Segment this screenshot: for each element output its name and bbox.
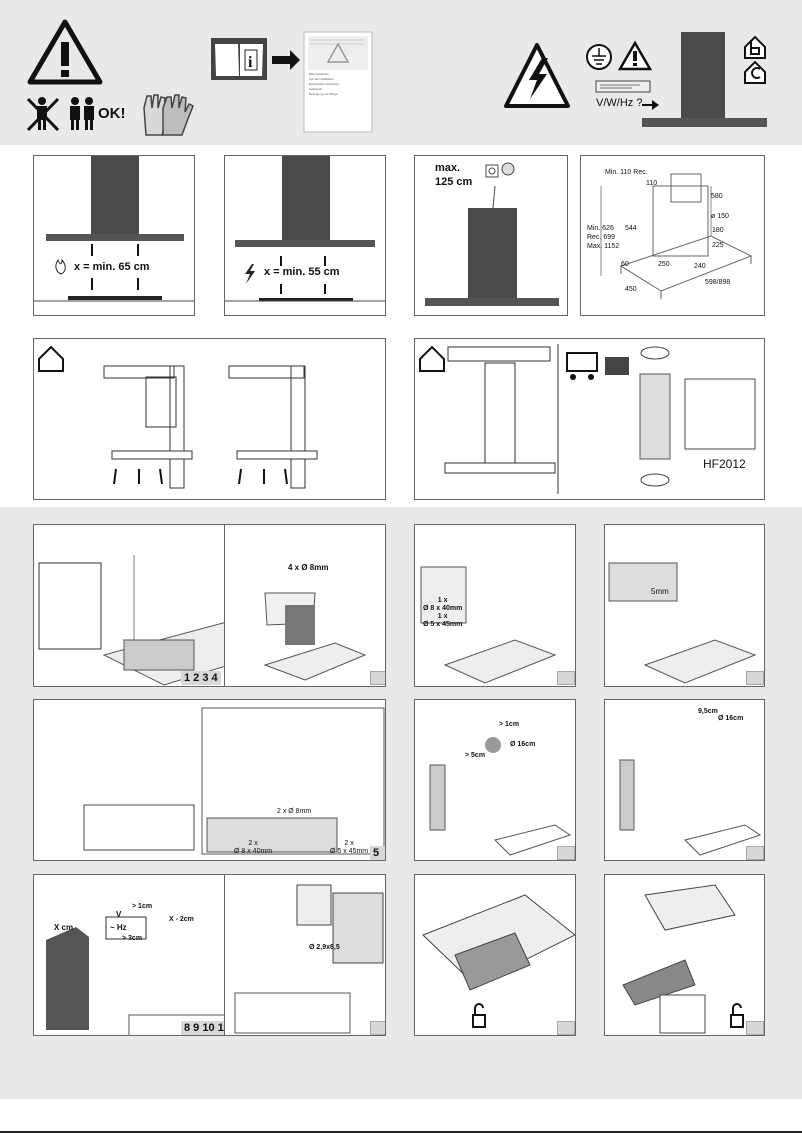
two-persons-icon (70, 97, 94, 130)
panel-electric-hob: x = min. 55 cm (224, 155, 386, 316)
panel-filter-remove (604, 874, 765, 1036)
step-badge (746, 846, 764, 860)
manual-book-small-icon (605, 357, 629, 375)
model-label: HF2012 (703, 457, 746, 471)
voltage-label: V/W/Hz ? (596, 97, 643, 109)
recirculation-house-icon (419, 345, 445, 372)
plug2-label: 2 x Ø 8 x 40mm (234, 840, 273, 855)
gloves-icon (143, 94, 194, 136)
dim-150: ø 150 (711, 213, 729, 220)
high-voltage-icon (504, 43, 570, 108)
panel-filter-install (414, 874, 576, 1036)
panel-steps-5-7: 2 x Ø 8mm 2 x Ø 8 x 40mm 2 x Ø 5 x 45mm … (33, 699, 386, 861)
x2cm-label: X - 2cm (169, 916, 194, 923)
socket-icon (485, 164, 499, 178)
v-label: V (116, 910, 122, 919)
gt1cm-label: > 1cm (499, 721, 520, 728)
warning-icon (27, 19, 103, 85)
dim-heights: Min. 626 Rec. 699 Max. 1152 (587, 225, 620, 250)
holes-label: 4 x Ø 8mm (288, 563, 329, 572)
recirculation-house-icon (744, 60, 766, 84)
d16cm-label: Ø 16cm (510, 741, 536, 748)
dim-110: 110 (646, 180, 658, 187)
hood-illustration (642, 32, 767, 127)
step-badge (746, 1021, 764, 1035)
earth-plug-icon (501, 162, 515, 176)
reach-label: max. 125 cm (435, 162, 473, 188)
step-badge (370, 671, 385, 685)
plug-screw-label: 1 x Ø 8 x 40mm 1 x Ø 5 x 45mm (423, 597, 463, 628)
step-badge (557, 671, 575, 685)
booklet-text: Bitte beachten! Vor der Installation Ele… (309, 72, 340, 96)
panel-screw-install: Ø 2,9x6,5 (224, 874, 386, 1036)
dim-450: 450 (625, 286, 637, 293)
dim-60: 60 (621, 261, 629, 268)
gap-label: 5mm (651, 587, 669, 596)
dim-min110: Min. 110 Rec. (605, 169, 648, 176)
header-graphics: i (26, 19, 767, 136)
panel-plug-screw: 1 x Ø 8 x 40mm 1 x Ø 5 x 45mm (414, 524, 576, 687)
dim-250: 250 (658, 261, 670, 268)
manual-book-icon: i (211, 38, 267, 80)
dim-580: 580 (711, 193, 723, 200)
unlock-icon (730, 1003, 744, 1028)
lightning-icon (245, 264, 255, 284)
instruction-booklet (303, 31, 373, 133)
earth-ground-icon (586, 44, 612, 70)
shopping-cart-icon (566, 352, 598, 380)
dim-width: 598/898 (705, 279, 731, 286)
panel-recirculation-mode: HF2012 (414, 338, 765, 500)
screw2-label: 2 x Ø 5 x 45mm (330, 840, 369, 855)
step-badge (557, 1021, 575, 1035)
panel-socket-reach: max. 125 cm (414, 155, 568, 316)
dim-544: 544 (625, 225, 637, 232)
step-badge (746, 671, 764, 685)
dim-240: 240 (694, 263, 706, 270)
d16cm2-label: Ø 16cm (718, 715, 744, 722)
step-numbers-1-4: 1 2 3 4 (181, 671, 221, 685)
small-warning-icon (617, 40, 653, 71)
gas-distance-label: x = min. 65 cm (74, 261, 150, 273)
step-badge (370, 1021, 385, 1035)
screw-size-label: Ø 2,9x6,5 (309, 944, 340, 951)
xcm-label: X cm (54, 923, 74, 932)
rating-plate-icon (595, 80, 659, 110)
hz-label: ~ Hz (110, 923, 127, 932)
holes2-label: 2 x Ø 8mm (277, 808, 312, 815)
d9-5-label: 9,5cm (698, 708, 718, 715)
panel-drill: 4 x Ø 8mm (224, 524, 386, 687)
step-numbers-5-7: 5 6 7 (370, 846, 385, 860)
step-numbers-8-11: 8 9 10 11 (181, 1021, 233, 1035)
step-badge (557, 846, 575, 860)
panel-ceiling-extraction: > 1cm > 5cm Ø 16cm (414, 699, 576, 861)
panel-gas-hob: x = min. 65 cm (33, 155, 195, 316)
electric-distance-label: x = min. 55 cm (264, 266, 340, 278)
arrow-right-icon (272, 50, 300, 70)
gt1cm2-label: > 1cm (132, 903, 153, 910)
panel-dimensions: Min. 110 Rec. 110 580 ø 150 180 225 544 … (580, 155, 765, 316)
panel-ceiling-recirc: 9,5cm Ø 16cm (604, 699, 765, 861)
dim-180: 180 (712, 227, 724, 234)
dim-225: 225 (712, 242, 724, 249)
unlock-icon (472, 1003, 486, 1028)
single-person-crossed-icon (26, 97, 60, 132)
extraction-house-icon (38, 345, 64, 372)
gt5cm-label: > 5cm (465, 752, 486, 759)
extraction-house-icon (744, 35, 766, 59)
gt3cm-label: > 3cm (122, 935, 143, 942)
panel-gap: 5mm (604, 524, 765, 687)
page-bottom-rule (0, 1131, 802, 1133)
ok-label: OK! (98, 105, 126, 122)
svg-text:i: i (248, 54, 253, 71)
panel-extraction-mode (33, 338, 386, 500)
flame-icon (55, 258, 66, 275)
